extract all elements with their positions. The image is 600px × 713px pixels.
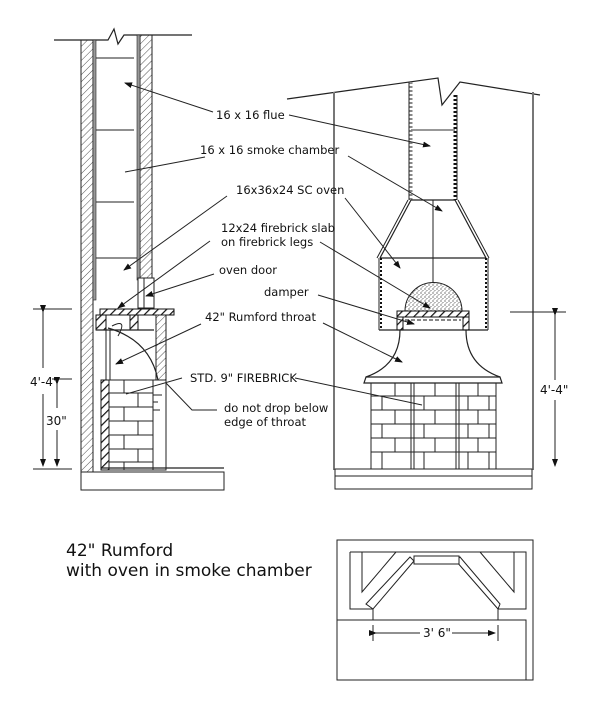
label-flue: 16 x 16 flue	[216, 108, 285, 122]
break-line	[54, 27, 192, 46]
section-firebrick	[108, 379, 154, 471]
leader-lines	[115, 82, 443, 411]
flue-liner-front	[136, 34, 141, 281]
elevation-hearth	[334, 468, 533, 490]
break-line-elevation	[286, 77, 541, 107]
oven-door	[137, 277, 155, 309]
elevation-view	[286, 77, 566, 490]
label-note-line2: edge of throat	[224, 415, 307, 429]
dim-elevation-overall: 4'-4"	[540, 383, 568, 397]
plan-view	[336, 539, 534, 681]
elevation-slab	[396, 310, 470, 318]
label-smoke-chamber: 16 x 16 smoke chamber	[200, 143, 339, 157]
label-throat: 42" Rumford throat	[205, 310, 316, 324]
title-line2: with oven in smoke chamber	[66, 561, 312, 581]
firebrick-slab	[99, 308, 175, 316]
section-dimensions	[33, 305, 72, 470]
firebox-back	[100, 379, 110, 471]
oven-dome	[404, 282, 463, 312]
dim-plan-width: 3' 6"	[423, 626, 451, 640]
title-line1: 42" Rumford	[66, 541, 173, 561]
front-wall	[139, 34, 153, 281]
back-wall	[80, 39, 94, 473]
label-oven: 16x36x24 SC oven	[236, 183, 344, 197]
hearth	[80, 471, 225, 491]
dim-section-opening: 30"	[46, 414, 67, 428]
flue-liner-back	[92, 39, 97, 301]
label-oven-door: oven door	[219, 263, 277, 277]
label-damper: damper	[264, 285, 309, 299]
label-note-line1: do not drop below	[224, 401, 328, 415]
section-view	[33, 27, 225, 491]
label-firebrick: STD. 9" FIREBRICK	[190, 371, 297, 385]
label-slab-line2: on firebrick legs	[221, 235, 313, 249]
elevation-firebrick	[370, 382, 497, 470]
label-slab-line1: 12x24 firebrick slab	[221, 221, 335, 235]
dim-section-overall: 4'-4"	[30, 375, 58, 389]
